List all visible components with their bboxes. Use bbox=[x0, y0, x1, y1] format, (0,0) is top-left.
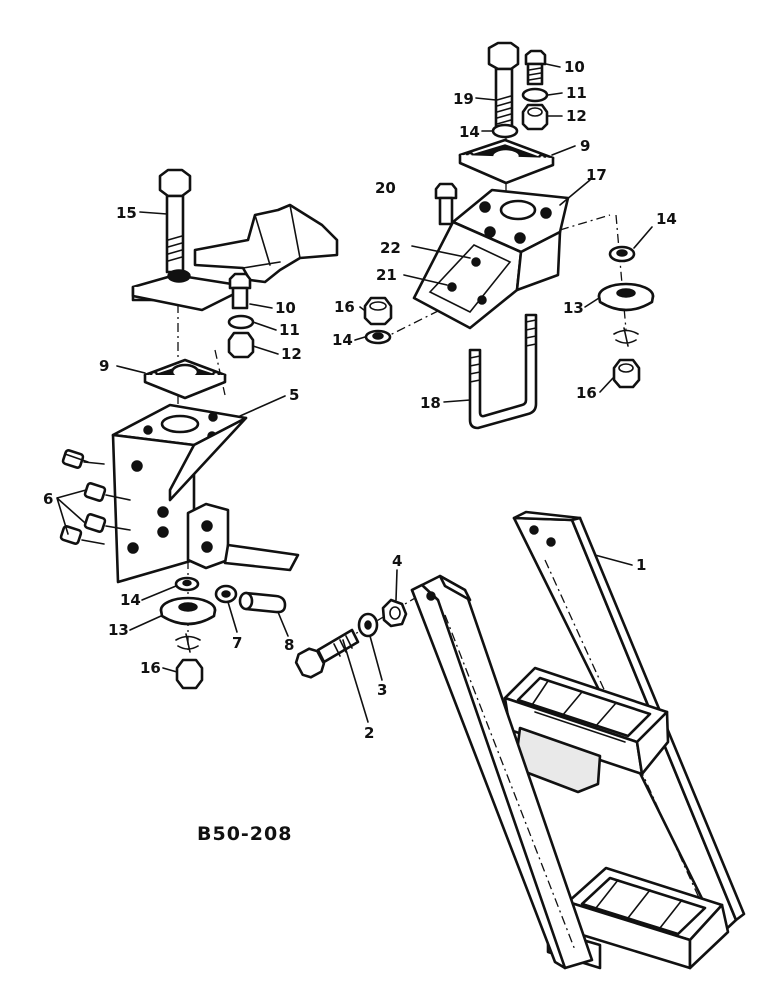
upper-right-assembly bbox=[363, 41, 655, 430]
callout-12-left: 12 bbox=[281, 345, 302, 363]
callout-13-left: 13 bbox=[108, 621, 129, 639]
callout-11-right: 11 bbox=[566, 84, 587, 102]
callout-10-right: 10 bbox=[564, 58, 585, 76]
spacer-1 bbox=[61, 449, 105, 469]
nut-4 bbox=[381, 598, 408, 628]
spring-washer-right bbox=[613, 327, 639, 347]
pin-8 bbox=[238, 591, 287, 614]
callout-9-right: 9 bbox=[580, 137, 590, 155]
callout-20: 20 bbox=[375, 179, 396, 197]
callout-8: 8 bbox=[284, 636, 294, 654]
isolator-mount-9-left bbox=[143, 358, 227, 400]
left-assembly bbox=[59, 168, 339, 690]
frame-plate bbox=[131, 203, 339, 312]
bolt-2 bbox=[294, 628, 360, 679]
spacer-2 bbox=[83, 482, 131, 502]
callout-16-right-lower: 16 bbox=[576, 384, 597, 402]
spacer-4 bbox=[59, 525, 105, 545]
mount-13-right bbox=[597, 282, 655, 312]
nut-16-right-upper bbox=[363, 296, 393, 326]
callout-2: 2 bbox=[364, 724, 374, 742]
nut-16-right-lower bbox=[612, 358, 641, 389]
callout-7: 7 bbox=[232, 634, 242, 652]
bolt-20 bbox=[434, 182, 458, 226]
spacers-6 bbox=[59, 449, 131, 545]
callout-14-upper-left: 14 bbox=[459, 123, 480, 141]
spring-washer-left bbox=[175, 633, 201, 653]
callout-5: 5 bbox=[289, 386, 299, 404]
callout-19: 19 bbox=[453, 90, 474, 108]
lock-washer-11-right bbox=[521, 87, 549, 103]
callout-22: 22 bbox=[380, 239, 401, 257]
callout-9-left: 9 bbox=[99, 357, 109, 375]
callout-14-upper-right: 14 bbox=[656, 210, 677, 228]
callout-17: 17 bbox=[586, 166, 607, 184]
callout-1: 1 bbox=[636, 556, 646, 574]
callouts: 1 2 3 4 5 6 7 8 9 9 10 10 11 11 12 12 13… bbox=[43, 58, 677, 742]
callout-4: 4 bbox=[392, 552, 402, 570]
callout-11-left: 11 bbox=[279, 321, 300, 339]
lock-washer-11-left bbox=[227, 314, 255, 330]
callout-16-left: 16 bbox=[140, 659, 161, 677]
nut-12-right bbox=[521, 103, 549, 131]
callout-14-mid-right: 14 bbox=[332, 331, 353, 349]
washer-14-top bbox=[491, 123, 519, 139]
nut-12-left bbox=[227, 331, 255, 359]
bolt-10-left bbox=[228, 272, 252, 310]
ladder-1 bbox=[410, 510, 746, 970]
bolt-15 bbox=[158, 168, 192, 274]
callout-10-left: 10 bbox=[275, 299, 296, 317]
u-bolt-18 bbox=[468, 313, 538, 430]
spacer-3 bbox=[83, 513, 131, 533]
bolt-19 bbox=[487, 41, 520, 131]
callout-16-right-upper: 16 bbox=[334, 298, 355, 316]
isolator-mount-9-right bbox=[458, 138, 555, 185]
callout-6: 6 bbox=[43, 490, 53, 508]
callout-21: 21 bbox=[376, 266, 397, 284]
bracket-5 bbox=[111, 403, 300, 584]
center-fasteners bbox=[294, 598, 408, 679]
leader-lines bbox=[56, 63, 653, 723]
callout-14-lower-left: 14 bbox=[120, 591, 141, 609]
callout-13-right: 13 bbox=[563, 299, 584, 317]
bolt-10-right bbox=[524, 49, 547, 86]
bracket-17 bbox=[412, 188, 570, 330]
figure-code: B50-208 bbox=[197, 823, 292, 845]
nut-16-left bbox=[175, 658, 204, 690]
mount-13-left bbox=[159, 596, 217, 626]
callout-15: 15 bbox=[116, 204, 137, 222]
callout-3: 3 bbox=[377, 681, 387, 699]
callout-18: 18 bbox=[420, 394, 441, 412]
washer-3 bbox=[357, 612, 379, 638]
callout-12-right: 12 bbox=[566, 107, 587, 125]
